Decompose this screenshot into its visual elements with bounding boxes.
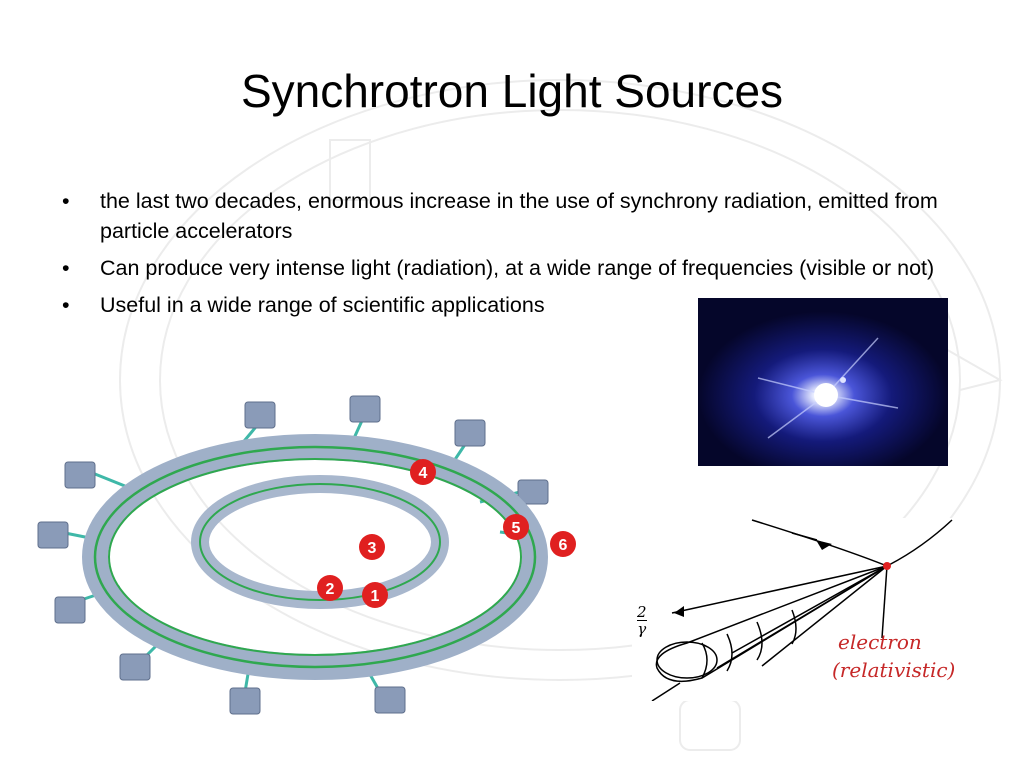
slide-title: Synchrotron Light Sources bbox=[240, 65, 784, 117]
storage-ring-diagram: 1 2 3 4 5 6 bbox=[37, 395, 576, 715]
ring-marker-6-label: 6 bbox=[559, 537, 568, 554]
ring-marker-4-label: 4 bbox=[419, 465, 428, 482]
ring-marker-5: 5 bbox=[503, 514, 529, 540]
bullet-marker: • bbox=[62, 256, 70, 280]
bullet-item: • Useful in a wide range of scientific a… bbox=[62, 290, 962, 320]
ring-marker-3-label: 3 bbox=[368, 540, 377, 557]
ring-marker-2: 2 bbox=[317, 575, 343, 601]
bullet-list: • the last two decades, enormous increas… bbox=[62, 186, 962, 327]
electron-label: electron bbox=[838, 630, 922, 654]
ring-marker-6: 6 bbox=[550, 531, 576, 557]
bullet-marker: • bbox=[62, 293, 70, 317]
fraction-numerator: 2 bbox=[637, 603, 647, 621]
ring-marker-1: 1 bbox=[362, 582, 388, 608]
ring-marker-2-label: 2 bbox=[326, 581, 335, 598]
bullet-item: • the last two decades, enormous increas… bbox=[62, 186, 962, 246]
synchrotron-light-photo bbox=[698, 298, 948, 466]
angle-fraction-label: 2 γ bbox=[637, 604, 647, 637]
bullet-text: Can produce very intense light (radiatio… bbox=[100, 256, 935, 280]
experiment-stations bbox=[37, 395, 549, 715]
relativistic-label: (relativistic) bbox=[832, 658, 956, 682]
emission-cone-sketch bbox=[651, 519, 953, 701]
ring-marker-4: 4 bbox=[410, 459, 436, 485]
bullet-item: • Can produce very intense light (radiat… bbox=[62, 253, 962, 283]
fraction-denominator: γ bbox=[637, 620, 647, 638]
bullet-text: the last two decades, enormous increase … bbox=[100, 189, 938, 243]
electron-dot bbox=[883, 562, 891, 570]
ring-marker-5-label: 5 bbox=[512, 520, 521, 537]
inner-ring bbox=[191, 475, 449, 609]
outer-ring bbox=[82, 434, 548, 680]
bullet-marker: • bbox=[62, 189, 70, 213]
ring-marker-1-label: 1 bbox=[371, 588, 380, 605]
bullet-text: Useful in a wide range of scientific app… bbox=[100, 293, 545, 317]
ring-marker-3: 3 bbox=[359, 534, 385, 560]
